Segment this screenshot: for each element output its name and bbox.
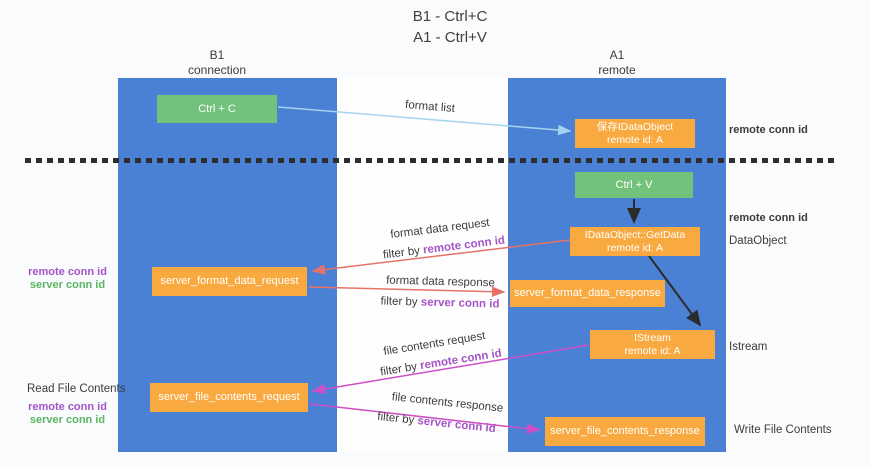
filter-by-text: filter by — [376, 410, 415, 427]
column-b1-name: B1 — [209, 48, 225, 62]
save-idataobject-line1: 保存IDataObject — [596, 120, 674, 133]
label-remote-conn-id-right-1: remote conn id — [729, 124, 808, 136]
column-b1-role: connection — [187, 63, 247, 77]
node-server-file-contents-response: server_file_contents_response — [545, 417, 705, 446]
ctrl-v-label: Ctrl + V — [615, 178, 653, 191]
label-conn-id-pair-2: remote conn id server conn id — [20, 401, 115, 427]
column-header-b1: B1 connection — [157, 48, 277, 78]
column-header-a1: A1 remote — [557, 48, 677, 78]
istream-line2: remote id: A — [624, 344, 681, 357]
getdata-line2: remote id: A — [606, 241, 664, 254]
label-remote-conn-id-right-2: remote conn id — [729, 212, 808, 224]
node-server-format-data-request: server_format_data_request — [152, 267, 307, 296]
server-conn-id-text: server conn id — [420, 296, 500, 311]
column-a1-role: remote — [598, 63, 636, 77]
title-line-2: A1 - Ctrl+V — [413, 29, 487, 46]
save-idataobject-line2: remote id: A — [606, 133, 664, 146]
ctrl-c-label: Ctrl + C — [198, 102, 236, 115]
node-ctrl-v: Ctrl + V — [575, 172, 693, 198]
label-dataobject: DataObject — [729, 235, 787, 247]
phase-separator-dashed-line — [25, 158, 837, 163]
server-format-data-response-label: server_format_data_response — [514, 287, 661, 299]
filter-by-text: filter by — [380, 295, 418, 309]
node-ctrl-c: Ctrl + C — [157, 95, 277, 123]
node-idataobject-getdata: IDataObject::GetData remote id: A — [570, 227, 700, 256]
server-conn-id-left-1: server conn id — [29, 279, 106, 291]
server-format-data-request-label: server_format_data_request — [160, 275, 299, 287]
label-format-data-response: format data response — [386, 274, 495, 290]
istream-line1: IStream — [634, 331, 671, 344]
node-istream: IStream remote id: A — [590, 330, 715, 359]
node-server-file-contents-request: server_file_contents_request — [150, 383, 308, 412]
node-server-format-data-response: server_format_data_response — [510, 280, 665, 307]
server-file-contents-request-label: server_file_contents_request — [158, 391, 300, 403]
label-istream: Istream — [729, 341, 768, 353]
label-write-file-contents: Write File Contents — [734, 424, 832, 436]
remote-conn-id-left-2: remote conn id — [28, 401, 107, 413]
node-save-idataobject: 保存IDataObject remote id: A — [575, 119, 695, 148]
server-file-contents-response-label: server_file_contents_response — [550, 425, 700, 437]
server-conn-id-left-2: server conn id — [29, 414, 106, 426]
label-read-file-contents: Read File Contents — [27, 383, 126, 395]
label-conn-id-pair-1: remote conn id server conn id — [20, 266, 115, 292]
getdata-line1: IDataObject::GetData — [584, 228, 686, 241]
column-a1-name: A1 — [609, 48, 625, 62]
title-line-1: B1 - Ctrl+C — [412, 8, 488, 25]
diagram-title: B1 - Ctrl+C A1 - Ctrl+V — [330, 6, 570, 48]
remote-conn-id-left-1: remote conn id — [28, 266, 107, 278]
